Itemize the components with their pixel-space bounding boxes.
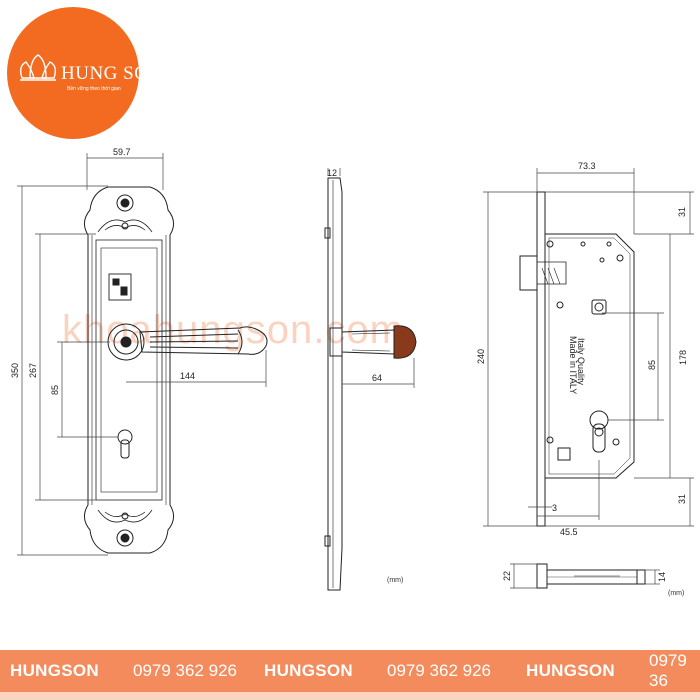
unit-label-handle: (mm): [387, 577, 403, 584]
footer-banner: HUNGSON 0979 362 926 HUNGSON 0979 362 92…: [0, 650, 700, 692]
dim-lock-bottom: 31: [677, 494, 687, 504]
footer-bottom-strip: [0, 692, 700, 700]
dim-lock-85: 85: [647, 360, 657, 370]
lock-body-view: [519, 191, 635, 527]
dim-side-projection: 64: [372, 373, 382, 383]
engraving-2: Italy Quality: [576, 338, 586, 386]
dim-lever-length: 144: [180, 371, 195, 381]
footer-brand: HUNGSON: [10, 661, 99, 680]
handle-side-view: [324, 177, 417, 591]
logo-name: HUNG SON: [61, 63, 163, 84]
watermark-text: khoahungson.com: [62, 308, 404, 352]
logo-tagline: Bền vững theo thời gian: [67, 86, 121, 92]
bolt-dimensions: [510, 563, 660, 589]
footer-brand: HUNGSON: [526, 661, 615, 680]
dim-handle-267: 267: [28, 363, 38, 378]
brand-logo: HUNG SON Bền vững theo thời gian: [7, 7, 163, 139]
handle-plate: [84, 186, 174, 554]
footer-phone: 0979 36: [649, 651, 687, 690]
dim-lock-3: 3: [552, 503, 557, 513]
dim-handle-width: 59.7: [113, 147, 131, 157]
footer-brand: HUNGSON: [264, 661, 353, 680]
handle-side-dimensions: [327, 168, 415, 388]
footer-phone: 0979 362 926: [133, 661, 237, 680]
dim-bolt-14: 14: [657, 572, 667, 582]
lotus-icon: [19, 54, 57, 81]
dim-lock-width: 73.3: [578, 161, 596, 171]
dim-lock-height: 240: [476, 349, 486, 364]
dim-handle-height: 350: [10, 363, 20, 378]
bolt-view: [536, 563, 646, 589]
lock-body-dimensions: [483, 168, 694, 527]
dim-handle-85: 85: [50, 385, 60, 395]
handle-front-dimensions: [17, 153, 267, 556]
dim-lock-178: 178: [678, 350, 688, 365]
dim-lock-top: 31: [677, 207, 687, 217]
engraving-1: Made in ITALY: [568, 336, 578, 394]
handle-front-view: [84, 186, 268, 554]
dim-bolt-22: 22: [502, 571, 512, 581]
footer-phone: 0979 362 926: [387, 661, 491, 680]
unit-label-bolt: (mm): [668, 590, 684, 597]
dim-side-thickness: 12: [327, 168, 337, 178]
footer-item: HUNGSON 0979 36: [526, 650, 700, 692]
dim-lock-backset: 45.5: [560, 527, 578, 537]
footer-item: HUNGSON 0979 362 926: [10, 650, 237, 692]
footer-item: HUNGSON 0979 362 926: [264, 650, 491, 692]
